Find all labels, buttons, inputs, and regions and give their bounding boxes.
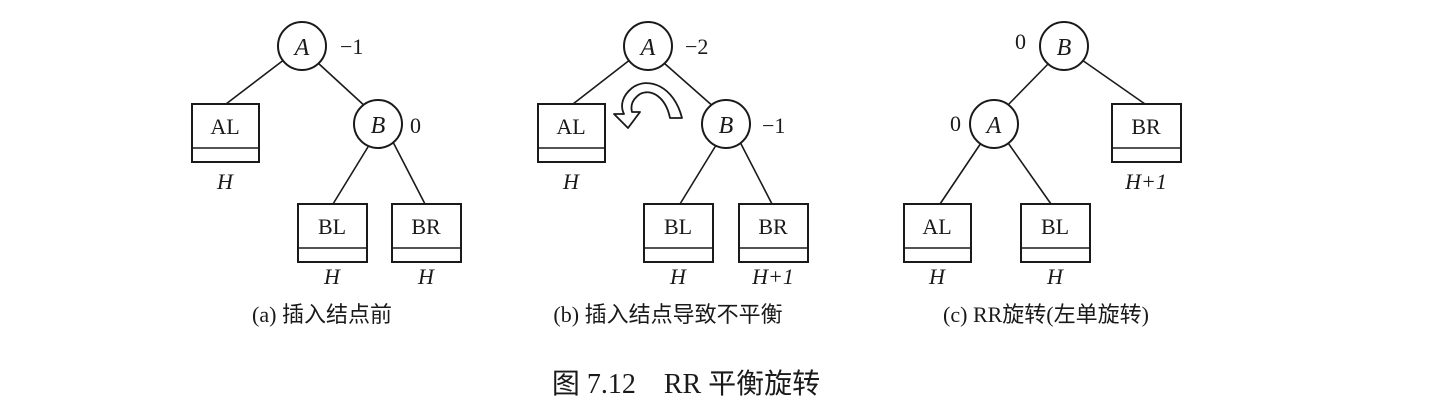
subtree-b-BL	[643, 203, 714, 263]
subtree-b-AL-label: AL	[556, 114, 585, 139]
caption-b: (b) 插入结点导致不平衡	[553, 302, 782, 327]
subtree-a-AL	[191, 103, 260, 163]
diagram-b: A −2 B −1 AL H BL H BR H+1 (b) 插入结点导致不平衡	[537, 21, 809, 327]
subtree-a-BR-label: BR	[411, 214, 441, 239]
subtree-c-AL-label: AL	[922, 214, 951, 239]
edge-c-A-AL	[939, 139, 984, 205]
edge-b-B-BL	[679, 141, 719, 205]
subtree-a-AL-label: AL	[210, 114, 239, 139]
edge-c-B-BR	[1081, 59, 1146, 105]
diagram-c: B 0 A 0 BR H+1 AL H BL H (c) RR旋转(左单旋转)	[903, 21, 1182, 327]
edge-c-A-BL	[1005, 139, 1052, 205]
subtree-c-BL	[1020, 203, 1091, 263]
subtree-c-BR-label: BR	[1131, 114, 1161, 139]
node-a-A	[277, 21, 327, 71]
node-b-B-label: B	[719, 113, 734, 139]
rotation-arrow-icon	[613, 82, 683, 129]
subtree-b-BR	[738, 203, 809, 263]
caption-c: (c) RR旋转(左单旋转)	[943, 302, 1149, 327]
node-a-B-label: B	[371, 113, 386, 139]
edge-b-B-BR	[739, 141, 773, 205]
subtree-b-BL-label: BL	[664, 214, 692, 239]
edge-a-B-BR	[392, 141, 426, 205]
node-a-A-label: A	[293, 35, 310, 61]
edge-c-B-A	[1005, 61, 1051, 108]
subtree-b-BR-label: BR	[758, 214, 788, 239]
edge-a-B-BL	[332, 141, 372, 205]
node-b-B-balance-factor: −1	[762, 113, 785, 138]
subtree-a-BL	[297, 203, 368, 263]
node-b-A-label: A	[639, 35, 656, 61]
subtree-c-AL-height: H	[928, 264, 946, 289]
node-a-B-balance-factor: 0	[410, 113, 421, 138]
node-c-A-label: A	[985, 113, 1002, 139]
subtree-c-BR	[1111, 103, 1182, 163]
subtree-c-BL-label: BL	[1041, 214, 1069, 239]
subtree-c-BL-height: H	[1046, 264, 1064, 289]
caption-a: (a) 插入结点前	[252, 302, 392, 327]
subtree-b-BL-height: H	[669, 264, 687, 289]
subtree-b-AL	[537, 103, 606, 163]
node-a-A-balance-factor: −1	[340, 34, 363, 59]
node-a-B	[353, 99, 403, 149]
subtree-a-BR-height: H	[417, 264, 435, 289]
subtree-c-BR-height: H+1	[1124, 169, 1167, 194]
subtree-a-BL-label: BL	[318, 214, 346, 239]
edge-b-A-B	[663, 62, 716, 109]
diagram-a: A −1 B 0 AL H BL H BR H (a) 插入结点前	[191, 21, 462, 327]
node-c-A	[969, 99, 1019, 149]
node-c-B-label: B	[1057, 35, 1072, 61]
subtree-a-BL-height: H	[323, 264, 341, 289]
figure-caption: 图 7.12 RR 平衡旋转	[552, 368, 820, 400]
subtree-b-BR-height: H+1	[751, 264, 794, 289]
subtree-a-BR	[391, 203, 462, 263]
node-c-B-balance-factor: 0	[1015, 29, 1026, 54]
node-c-A-balance-factor: 0	[950, 111, 961, 136]
node-b-A-balance-factor: −2	[685, 34, 708, 59]
subtree-a-AL-height: H	[216, 169, 234, 194]
subtree-c-AL	[903, 203, 972, 263]
node-b-A	[623, 21, 673, 71]
subtree-b-AL-height: H	[562, 169, 580, 194]
node-b-B	[701, 99, 751, 149]
edge-a-A-B	[317, 62, 368, 109]
node-c-B	[1039, 21, 1089, 71]
edge-a-A-AL	[225, 58, 286, 105]
edge-b-A-AL	[572, 58, 632, 105]
